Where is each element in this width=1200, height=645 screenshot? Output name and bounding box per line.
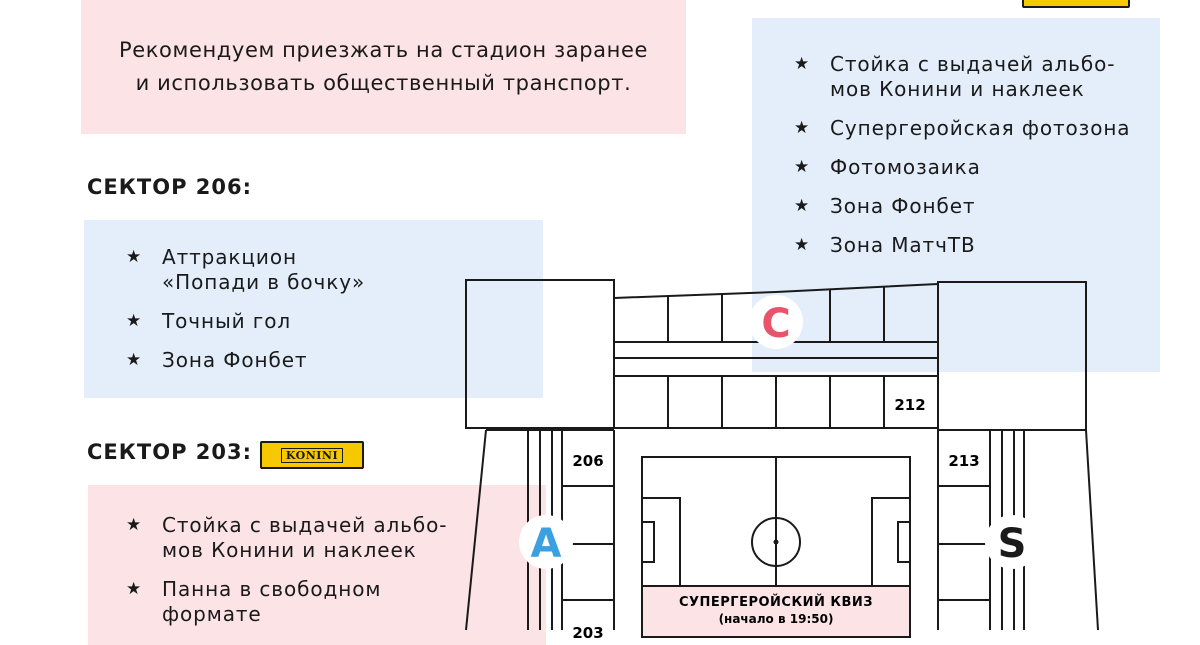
list-item-text: формате [162, 602, 262, 626]
entrance-a-marker [519, 515, 573, 569]
notice-panel: Рекомендуем приезжать на стадион заранее… [81, 0, 686, 134]
list-item-text: мов Конини и наклеек [162, 538, 417, 562]
entrance-c-label: C [761, 301, 790, 347]
star-icon: ★ [794, 196, 811, 216]
goal-area-right [897, 521, 911, 563]
list-item-text: Панна в свободном [162, 577, 382, 601]
entrance-c-marker [749, 295, 803, 349]
sector-label-203: 203 [572, 624, 603, 642]
star-icon: ★ [126, 515, 143, 535]
list-item: ★ Стойка с выдачей альбо-мов Конини и нак… [752, 52, 1160, 102]
penalty-box-right [871, 497, 911, 587]
list-item: ★ Зона Фонбет [84, 348, 543, 373]
stand-block-nw [465, 279, 615, 429]
list-item: ★ Супергеройская фотозона [752, 116, 1160, 141]
entrance-s-marker [985, 515, 1039, 569]
star-icon: ★ [794, 54, 811, 74]
stand-left-outer [465, 429, 487, 631]
entrance-s-label: S [998, 521, 1027, 567]
list-item-text: Зона МатчТВ [830, 233, 976, 257]
sector-label-212: 212 [894, 396, 925, 414]
star-icon: ★ [794, 118, 811, 138]
right-info-panel: ★ Стойка с выдачей альбо-мов Конини и нак… [752, 18, 1160, 372]
list-item-text: Зона Фонбет [830, 194, 976, 218]
notice-line: и использовать общественный транспорт. [135, 71, 632, 95]
quiz-subtitle: (начало в 19:50) [719, 612, 834, 626]
list-item: ★ Аттракцион«Попади в бочку» [84, 245, 543, 295]
star-icon: ★ [126, 579, 143, 599]
list-item-text: Аттракцион [162, 245, 297, 269]
stadium-map: СУПЕРГЕРОЙСКИЙ КВИЗ (начало в 19:50) 212… [465, 279, 1099, 642]
sector-206-list: ★ Аттракцион«Попади в бочку» ★ Точный гол ★ З… [84, 245, 543, 387]
list-item-text: «Попади в бочку» [162, 270, 366, 294]
star-icon: ★ [794, 157, 811, 177]
star-icon: ★ [794, 235, 811, 255]
pitch-center-circle [751, 517, 801, 567]
list-item: ★ Зона Фонбет [752, 194, 1160, 219]
list-item: ★ Точный гол [84, 309, 543, 334]
notice-line: Рекомендуем приезжать на стадион заранее [118, 38, 648, 62]
sector-203-heading: СЕКТОР 203: [87, 440, 253, 464]
star-icon: ★ [126, 311, 143, 331]
list-item: ★ Зона МатчТВ [752, 233, 1160, 258]
sector-206-heading: СЕКТОР 206: [87, 175, 253, 199]
sector-label-206: 206 [572, 452, 603, 470]
list-item-text: Точный гол [162, 309, 292, 333]
konini-logo: KONINI [260, 441, 364, 469]
list-item-text: мов Конини и наклеек [830, 77, 1085, 101]
corner-logo-fragment [1022, 0, 1130, 8]
sector-203-list: ★ Стойка с выдачей альбо-мов Конини и нак… [84, 513, 542, 641]
list-item-text: Супергеройская фотозона [830, 116, 1131, 140]
sector-203-panel: ★ Стойка с выдачей альбо-мов Конини и нак… [88, 485, 546, 645]
list-item-text: Стойка с выдачей альбо- [162, 513, 448, 537]
right-panel-list: ★ Стойка с выдачей альбо-мов Конини и нак… [752, 52, 1160, 272]
list-item-text: Фотомозаика [830, 155, 981, 179]
konini-logo-text: KONINI [280, 447, 344, 463]
list-item: ★ Фотомозаика [752, 155, 1160, 180]
pitch-center-spot [773, 539, 779, 545]
goal-area-left [641, 521, 655, 563]
entrance-a-label: A [531, 521, 562, 567]
list-item-text: Стойка с выдачей альбо- [830, 52, 1116, 76]
stand-block-ne [937, 281, 1087, 431]
star-icon: ★ [126, 247, 143, 267]
penalty-box-left [641, 497, 681, 587]
stand-right-outer [1085, 429, 1099, 631]
list-item: ★ Стойка с выдачей альбо-мов Конини и нак… [84, 513, 542, 563]
quiz-zone [641, 585, 911, 638]
star-icon: ★ [126, 350, 143, 370]
quiz-title: СУПЕРГЕРОЙСКИЙ КВИЗ [679, 594, 873, 610]
list-item-text: Зона Фонбет [162, 348, 308, 372]
sector-label-213: 213 [948, 452, 979, 470]
notice-text: Рекомендуем приезжать на стадион заранее… [81, 0, 686, 100]
